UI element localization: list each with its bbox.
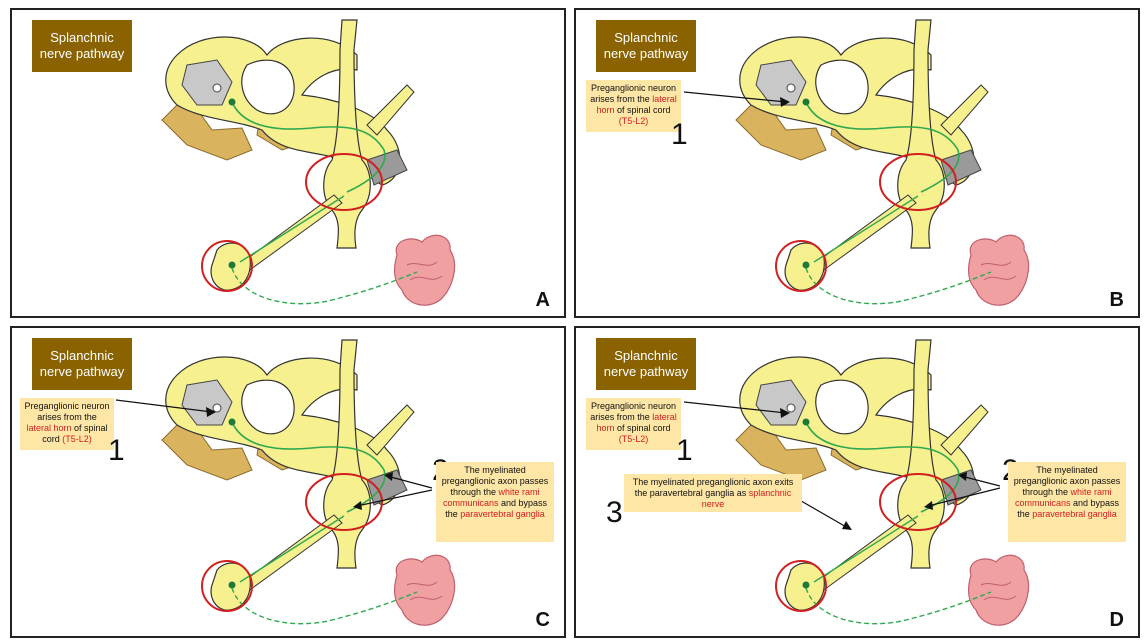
step1-number: 1 — [108, 436, 125, 466]
panel-letter: A — [536, 289, 550, 312]
step1-number: 1 — [671, 120, 688, 150]
title-box: Splanchnic nerve pathway — [32, 20, 132, 72]
panel-c: Splanchnic nerve pathway Preganglionic n… — [10, 326, 566, 638]
panel-letter: D — [1110, 609, 1124, 632]
step1-note: Preganglionic neuron arises from the lat… — [20, 398, 114, 450]
step3-note: The myelinated preganglionic axon exits … — [624, 474, 802, 512]
title-box: Splanchnic nerve pathway — [596, 338, 696, 390]
step1-note: Preganglionic neuron arises from the lat… — [586, 80, 681, 132]
title-box: Splanchnic nerve pathway — [596, 20, 696, 72]
step3-number: 3 — [606, 498, 623, 528]
step1-number: 1 — [676, 436, 693, 466]
panel-b: Splanchnic nerve pathway Preganglionic n… — [574, 8, 1140, 318]
panel-letter: B — [1110, 289, 1124, 312]
step2-note: The myelinated preganglionic axon passes… — [436, 462, 554, 542]
panel-d: Splanchnic nerve pathway Preganglionic n… — [574, 326, 1140, 638]
panel-a: Splanchnic nerve pathway A — [10, 8, 566, 318]
panel-letter: C — [536, 609, 550, 632]
step2-note: The myelinated preganglionic axon passes… — [1008, 462, 1126, 542]
title-box: Splanchnic nerve pathway — [32, 338, 132, 390]
step1-note: Preganglionic neuron arises from the lat… — [586, 398, 681, 450]
